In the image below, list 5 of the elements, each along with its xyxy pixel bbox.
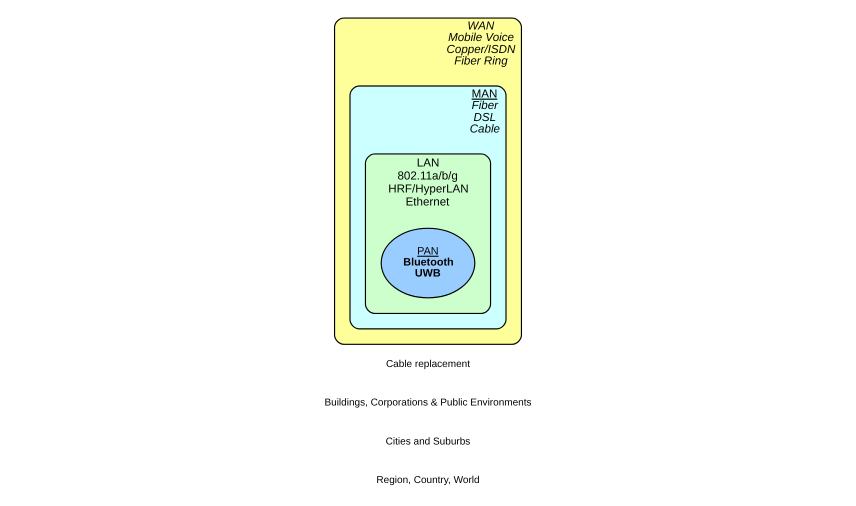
node-ellipse: PAN Bluetooth UWB [380,228,476,298]
label: Buildings, Corporations & Public Environments [324,398,532,409]
label: Cable replacement [386,359,470,370]
label: Region, Country, World [376,474,480,486]
label: Cities and Suburbs [386,436,470,448]
